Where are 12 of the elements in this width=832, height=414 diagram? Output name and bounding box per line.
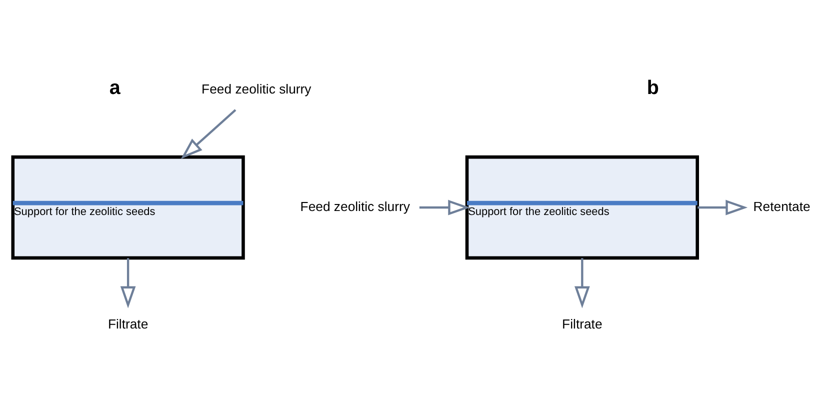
node-text: Retentate (753, 198, 810, 214)
arrow (698, 199, 748, 215)
node-text: Feed zeolitic slurry (300, 198, 410, 214)
arrow (574, 258, 590, 308)
label: b (646, 76, 659, 98)
arrow (180, 108, 236, 159)
arrow (419, 199, 470, 215)
node-text: Filtrate (562, 316, 602, 331)
node-text: Filtrate (108, 316, 148, 331)
arrow (120, 258, 136, 308)
label: a (109, 76, 120, 98)
node-text: Feed zeolitic slurry (202, 81, 312, 96)
